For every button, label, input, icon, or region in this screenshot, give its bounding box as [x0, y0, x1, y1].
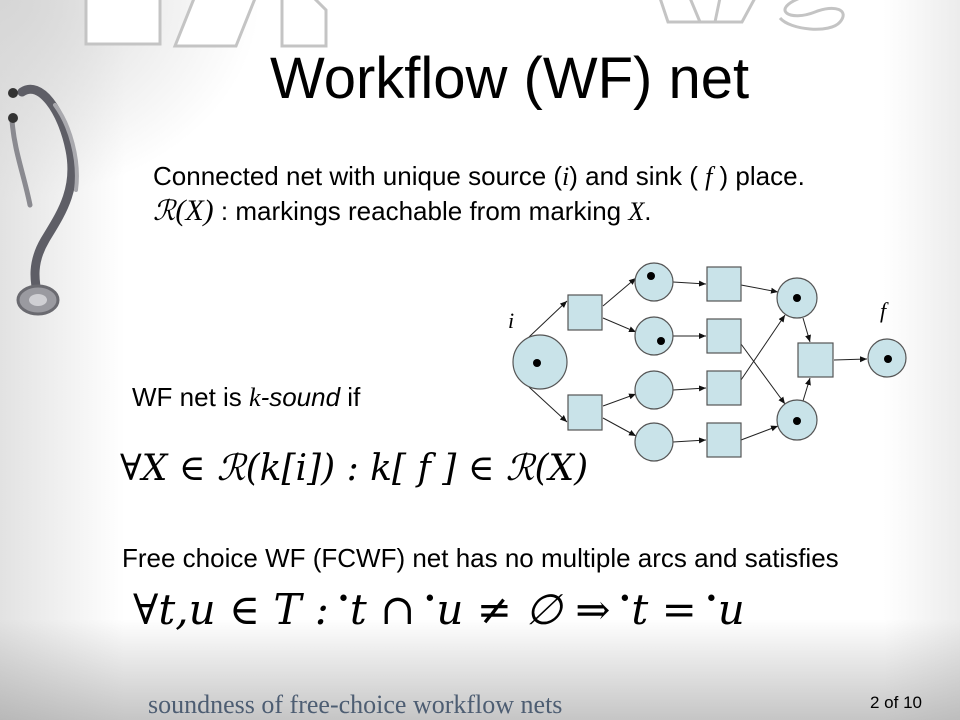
sink-symbol: f	[705, 162, 713, 191]
token	[793, 417, 801, 425]
arc-t5-to-sink	[833, 356, 868, 363]
formula-part: u	[717, 585, 745, 634]
footer-title: soundness of free-choice workflow nets	[148, 690, 563, 719]
slide-title: Workflow (WF) net	[270, 46, 750, 111]
place-p2	[634, 316, 674, 356]
place-p1	[634, 262, 674, 302]
book-outline-icon	[659, 0, 756, 24]
intro-text: ) and sink (	[569, 161, 706, 191]
transition-tb	[567, 394, 603, 431]
token	[884, 355, 892, 363]
arc-p5-to-t5	[802, 317, 811, 343]
definition-text: if	[340, 382, 361, 412]
intro-text: : markings reachable from marking	[213, 196, 629, 226]
intro-text: .	[644, 196, 652, 226]
arc-ta-to-p1	[602, 277, 637, 307]
arc-p1-to-t1	[672, 280, 707, 287]
arc-tb-to-p4	[602, 417, 637, 437]
arc-source-to-tb	[528, 386, 568, 423]
k-sound-formula: ∀X ∈ ℛ(k[i]) : k[ f ] ∈ ℛ(X)	[120, 448, 589, 489]
reachability-symbol: ℛ	[153, 194, 176, 227]
formula-part: t =	[631, 585, 697, 634]
formula-part: ∀t,u ∈ T :	[133, 585, 329, 634]
transition-ta	[567, 294, 603, 331]
reachability-argument: (X)	[175, 194, 214, 227]
k-sound-definition: WF net is k-sound if	[132, 382, 360, 413]
formula-part: t ∩	[349, 585, 416, 634]
preset-dot: •	[618, 587, 632, 612]
arc-t3-to-p5	[740, 314, 786, 381]
intro-line-1: Connected net with unique source (i) and…	[153, 161, 805, 192]
place-p4	[634, 422, 674, 462]
page-outline-icon	[280, 0, 328, 48]
source-place-label: i	[508, 308, 514, 333]
transition-t2	[706, 318, 742, 354]
page-number: 2 of 10	[870, 693, 922, 712]
intro-line-2: ℛ(X) : markings reachable from marking X…	[153, 196, 652, 227]
arc-t1-to-p5	[740, 284, 779, 294]
definition-text: WF net is	[132, 382, 250, 412]
petri-net-arcs	[528, 277, 868, 444]
arc-p3-to-t3	[672, 385, 707, 392]
petri-net-transitions	[567, 266, 834, 458]
arc-ta-to-p2	[602, 317, 637, 333]
arc-t2-to-p6	[740, 343, 786, 405]
parallelogram-outline-icon	[172, 0, 257, 48]
intro-text: Connected net with unique source (	[153, 161, 563, 191]
transition-t5	[797, 342, 834, 378]
token	[793, 294, 801, 302]
k-symbol: k	[249, 383, 261, 412]
preset-dot: •	[704, 587, 718, 612]
transition-t3	[706, 370, 742, 406]
sink-place-label: f	[880, 298, 889, 323]
arc-t4-to-p6	[740, 425, 779, 441]
token	[533, 359, 541, 367]
sound-term: -sound	[260, 382, 341, 412]
arc-source-to-ta	[528, 300, 568, 338]
free-choice-formula: ∀t,u ∈ T :•t ∩•u ≠ ∅ ⇒•t =•u	[133, 585, 745, 643]
header-decoration	[84, 0, 845, 48]
place-p3	[634, 370, 674, 410]
preset-dot: •	[423, 587, 437, 612]
box-outline-icon	[84, 0, 162, 46]
arc-p4-to-t4	[672, 437, 707, 444]
marking-symbol: X	[628, 197, 645, 226]
token	[657, 337, 665, 345]
ampersand-outline-icon	[778, 0, 845, 31]
arc-tb-to-p3	[602, 393, 637, 407]
petri-net-tokens	[533, 272, 892, 425]
free-choice-definition: Free choice WF (FCWF) net has no multipl…	[122, 543, 839, 573]
intro-text: ) place.	[712, 161, 805, 191]
transition-t1	[706, 266, 742, 302]
source-symbol: i	[562, 162, 570, 191]
formula-part: u ≠ ∅ ⇒	[436, 585, 611, 634]
stethoscope-image	[8, 85, 79, 316]
token	[647, 272, 655, 280]
arc-p6-to-t5	[802, 377, 811, 402]
transition-t4	[706, 422, 742, 458]
preset-dot: •	[336, 587, 350, 612]
